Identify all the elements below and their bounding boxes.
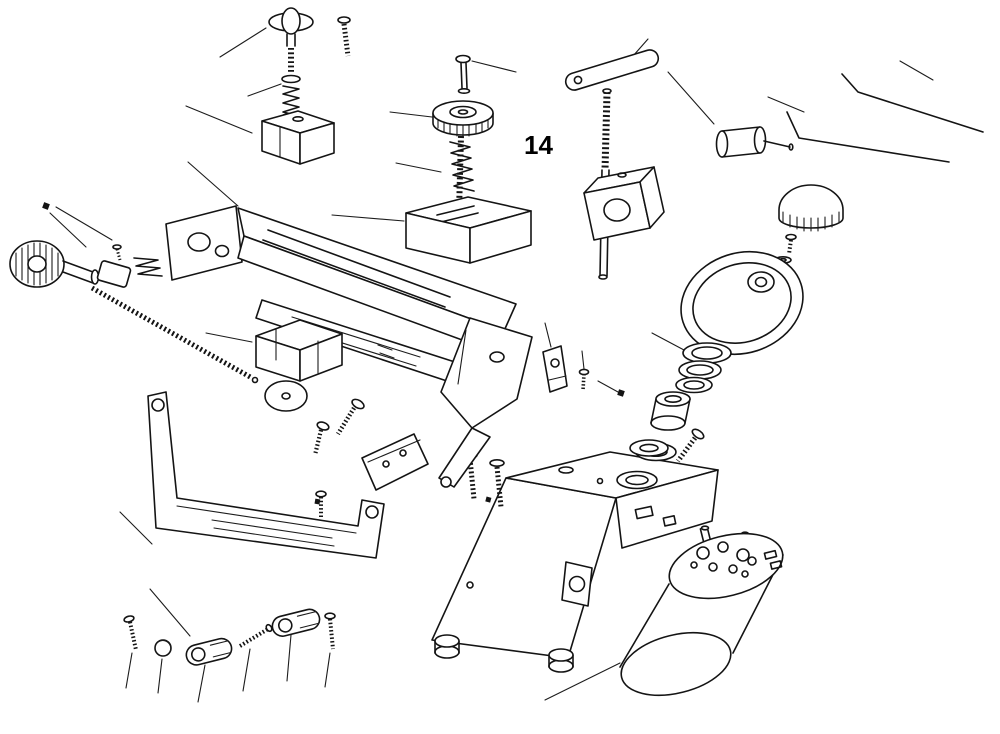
bottom-link-parts (123, 608, 336, 666)
slide-clamp-block (255, 319, 343, 382)
washer-stack (675, 342, 732, 394)
spacer-hub (650, 391, 691, 431)
u-base-bracket (147, 391, 385, 559)
main-arm (165, 205, 533, 488)
mounting-bracket-small (542, 345, 590, 393)
wing-knob-assembly (261, 7, 335, 165)
roll-pin-cylinder (715, 126, 794, 158)
hex-wrench-small (786, 111, 950, 163)
rod-end-clevis-1 (185, 637, 233, 666)
hex-wrenches (786, 73, 984, 163)
lead-screw-and-block (583, 88, 665, 280)
feed-rod-assembly (9, 202, 259, 384)
motor (619, 525, 784, 697)
clamp-screw (337, 16, 351, 57)
guard-disc (264, 380, 308, 412)
hex-wrench-large (841, 73, 984, 133)
flange-washer-and-screw (617, 389, 705, 463)
screws-and-guard-plate (312, 398, 429, 517)
leader-lines (49, 27, 934, 703)
rod-end-clevis-2 (271, 608, 321, 637)
drive-pulley (680, 250, 804, 356)
handle-bar (564, 49, 660, 91)
part-label-14: 14 (524, 130, 553, 160)
tension-knob-assembly: 14 (405, 54, 553, 264)
